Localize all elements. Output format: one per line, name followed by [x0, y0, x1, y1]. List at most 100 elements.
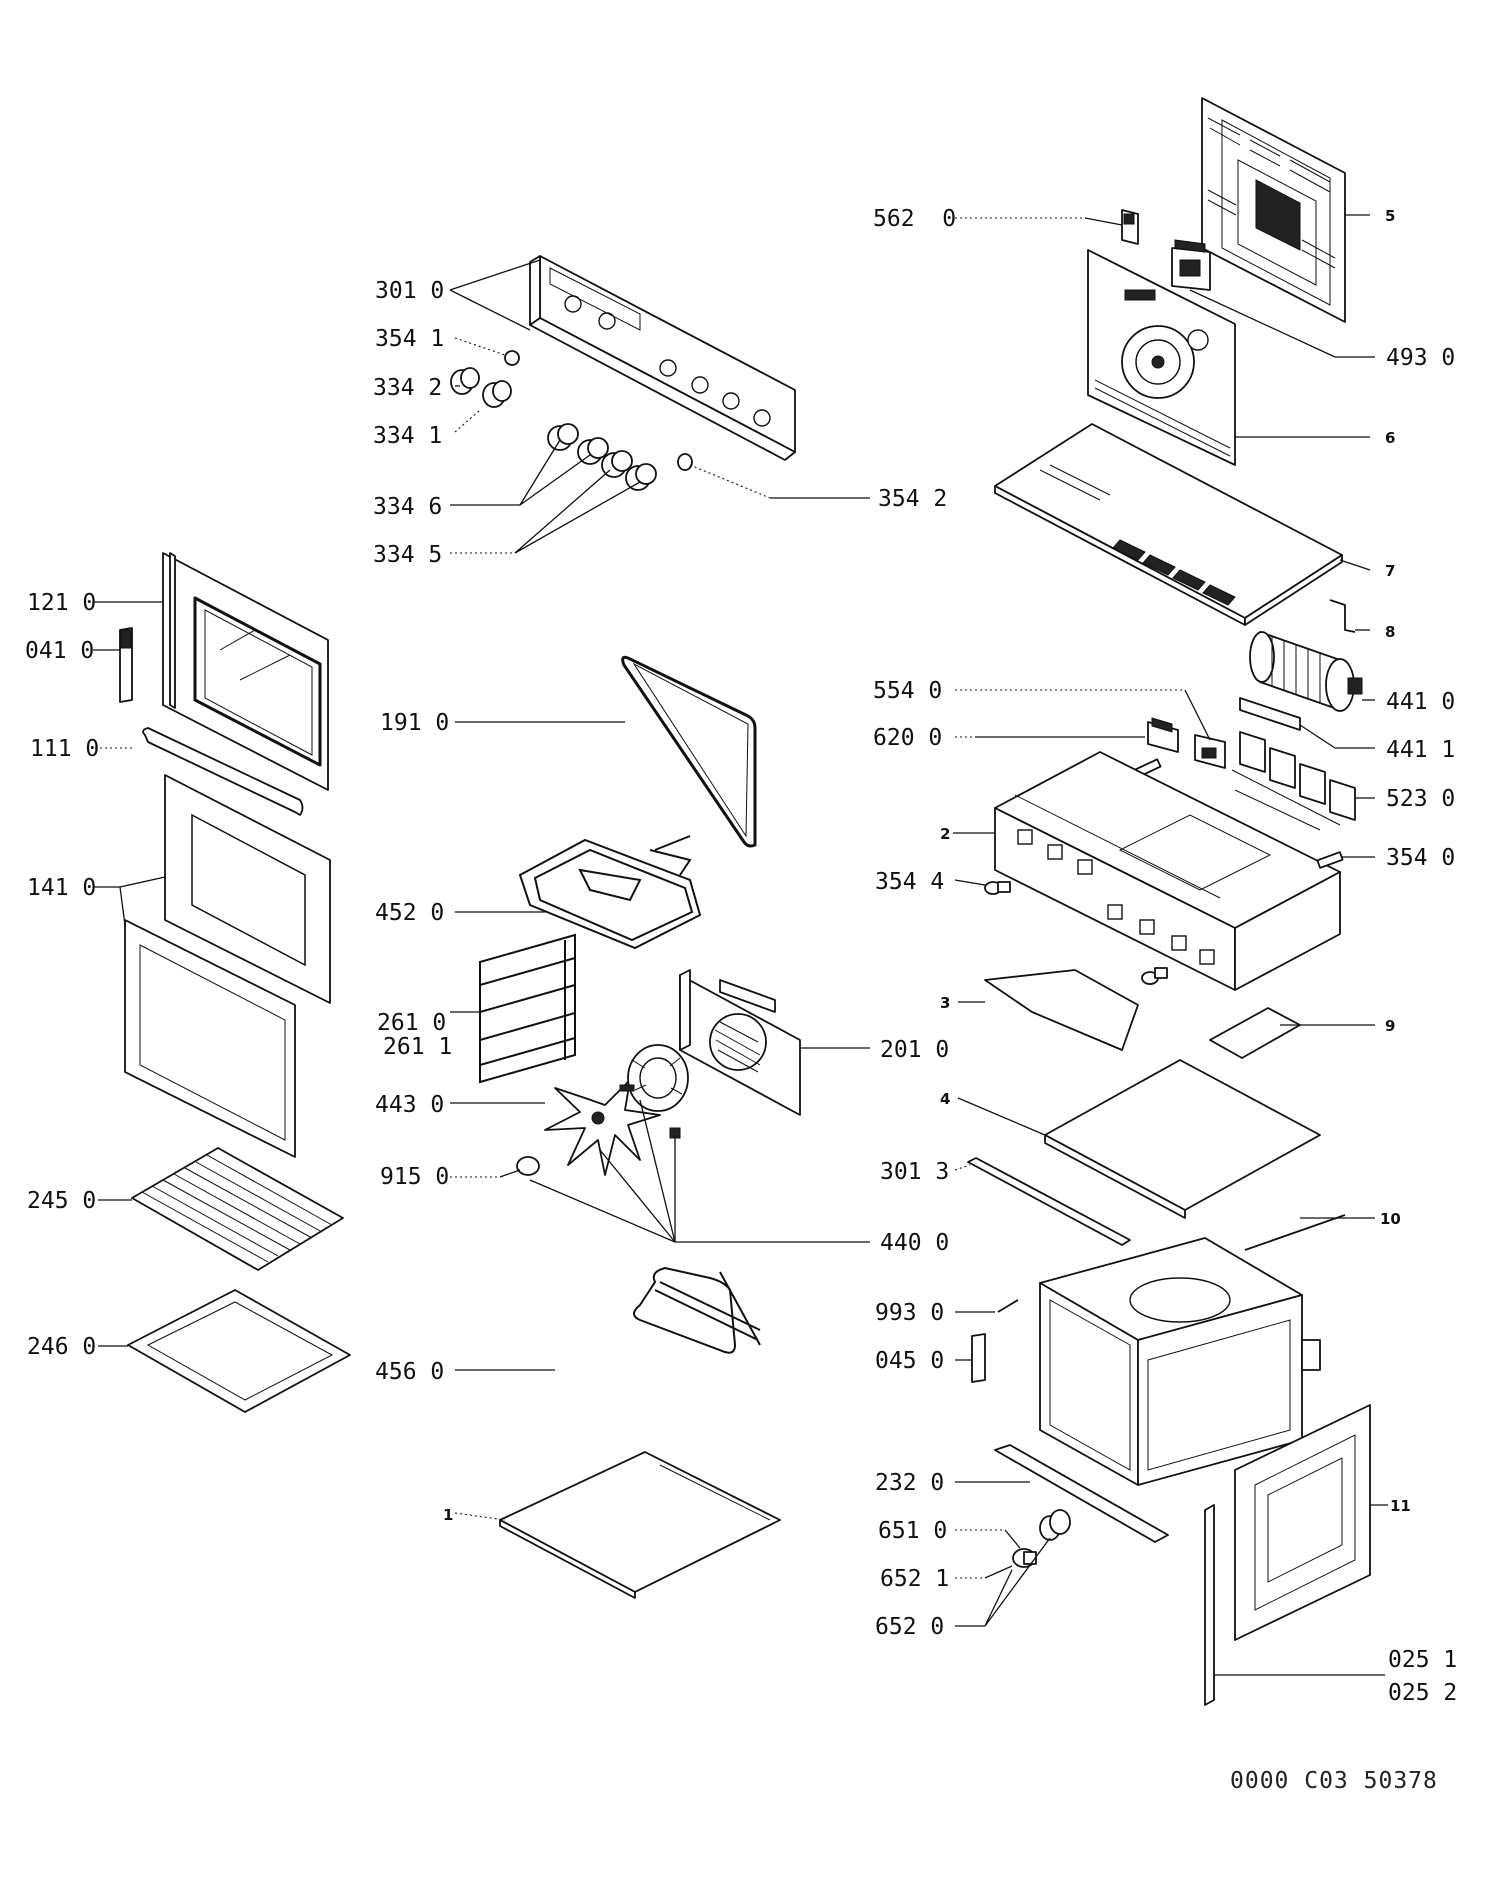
- part-base-bracket: [984, 969, 1139, 1051]
- part-door-glass: [124, 774, 331, 1158]
- label-652-0: 652 0: [875, 1614, 944, 1640]
- label-452-0: 452 0: [375, 900, 444, 926]
- label-025-1: 025 1: [1388, 1647, 1457, 1673]
- label-620-0: 620 0: [873, 725, 942, 751]
- part-fan-blade: [544, 1079, 661, 1176]
- label-354-1: 354 1: [375, 326, 444, 352]
- part-base-plate: [499, 1451, 781, 1599]
- part-oven-door-inner: [162, 552, 329, 791]
- part-terminal-strip: [1239, 697, 1301, 731]
- part-panel-strip: [529, 317, 796, 461]
- label-121-0: 121 0: [27, 590, 96, 616]
- part-side-panel: [1234, 1404, 1371, 1641]
- label-301-0: 301 0: [375, 278, 444, 304]
- drawing-reference-number: 0000 C03 50378: [1230, 1768, 1438, 1794]
- label-440-0: 440 0: [880, 1230, 949, 1256]
- label-3: 3: [940, 994, 950, 1012]
- part-thermostat: [1134, 717, 1179, 778]
- part-door-gasket: [621, 655, 757, 848]
- label-301-3: 301 3: [880, 1159, 949, 1185]
- label-045-0: 045 0: [875, 1348, 944, 1374]
- part-bracket: [1329, 599, 1356, 633]
- part-fan-motor: [1249, 631, 1363, 712]
- label-354-2: 354 2: [878, 486, 947, 512]
- label-7: 7: [1385, 562, 1395, 580]
- label-246-0: 246 0: [27, 1334, 96, 1360]
- label-025-2: 025 2: [1388, 1680, 1457, 1706]
- label-652-1: 652 1: [880, 1566, 949, 1592]
- part-switch-bank: [1231, 731, 1356, 831]
- part-door-hinge: [119, 627, 133, 703]
- part-switch: [1171, 239, 1211, 291]
- label-334-6: 334 6: [373, 494, 442, 520]
- part-wire-rack: [131, 1147, 344, 1271]
- part-shelf-runners: [479, 933, 576, 1084]
- label-11: 11: [1390, 1497, 1411, 1515]
- label-261-1: 261 1: [383, 1034, 452, 1060]
- label-041-0: 041 0: [25, 638, 94, 664]
- part-top-cover: [994, 423, 1343, 626]
- part-spacer: [1316, 851, 1344, 869]
- part-control-panel: [529, 255, 796, 453]
- label-441-1: 441 1: [1386, 737, 1455, 763]
- label-456-0: 456 0: [375, 1359, 444, 1385]
- label-6: 6: [1385, 429, 1395, 447]
- part-screws: [984, 881, 1168, 985]
- label-443-0: 443 0: [375, 1092, 444, 1118]
- label-993-0: 993 0: [875, 1300, 944, 1326]
- label-441-0: 441 0: [1386, 689, 1455, 715]
- label-111-0: 111 0: [30, 736, 99, 762]
- label-5: 5: [1385, 207, 1395, 225]
- part-knobs: [1012, 1509, 1071, 1568]
- part-fan-cover-panel: [1087, 249, 1236, 466]
- part-rail: [1209, 1007, 1301, 1059]
- part-control-housing: [994, 751, 1341, 991]
- part-vertical-strip: [1204, 1504, 1215, 1706]
- leader-lines: [93, 214, 1388, 1676]
- label-554-0: 554 0: [873, 678, 942, 704]
- part-strip: [967, 1157, 1131, 1246]
- part-hinge: [971, 1333, 986, 1383]
- part-ring-element: [619, 1044, 689, 1139]
- label-8: 8: [1385, 623, 1395, 641]
- label-245-0: 245 0: [27, 1188, 96, 1214]
- label-191-0: 191 0: [380, 710, 449, 736]
- label-493-0: 493 0: [1386, 345, 1455, 371]
- label-334-1: 334 1: [373, 423, 442, 449]
- label-562-0: 562 0: [873, 206, 956, 232]
- label-354-0: 354 0: [1386, 845, 1455, 871]
- label-334-2: 334 2: [373, 375, 442, 401]
- part-bottom-plate: [1044, 1059, 1321, 1219]
- part-rod: [1244, 1214, 1346, 1251]
- label-354-4: 354 4: [875, 869, 944, 895]
- part-lamp: [516, 1156, 540, 1176]
- part-screw: [997, 1299, 1019, 1313]
- part-labels: 562 0 301 0 354 1 334 2 334 1 334 6 334 …: [25, 206, 1457, 1794]
- label-232-0: 232 0: [875, 1470, 944, 1496]
- label-334-5: 334 5: [373, 542, 442, 568]
- part-baking-tray: [127, 1289, 351, 1413]
- label-4: 4: [940, 1090, 950, 1108]
- label-2: 2: [940, 825, 950, 843]
- label-915-0: 915 0: [380, 1164, 449, 1190]
- label-1: 1: [443, 1506, 453, 1524]
- part-rear-panel: [1201, 97, 1346, 323]
- part-fan-cover: [679, 969, 801, 1116]
- part-door-handle: [142, 727, 304, 816]
- part-small-cap: [677, 453, 693, 471]
- label-651-0: 651 0: [878, 1518, 947, 1544]
- label-201-0: 201 0: [880, 1037, 949, 1063]
- part-trim: [994, 1444, 1169, 1543]
- label-9: 9: [1385, 1017, 1395, 1035]
- part-cap: [504, 350, 520, 366]
- label-141-0: 141 0: [27, 875, 96, 901]
- part-oven-cavity: [1039, 1237, 1321, 1486]
- label-261-0: 261 0: [377, 1010, 446, 1036]
- part-relay: [1194, 734, 1226, 769]
- part-grill-element: [518, 835, 702, 950]
- part-control-knobs: [450, 367, 657, 491]
- label-523-0: 523 0: [1386, 786, 1455, 812]
- label-10: 10: [1380, 1210, 1401, 1228]
- part-clip: [1121, 209, 1139, 245]
